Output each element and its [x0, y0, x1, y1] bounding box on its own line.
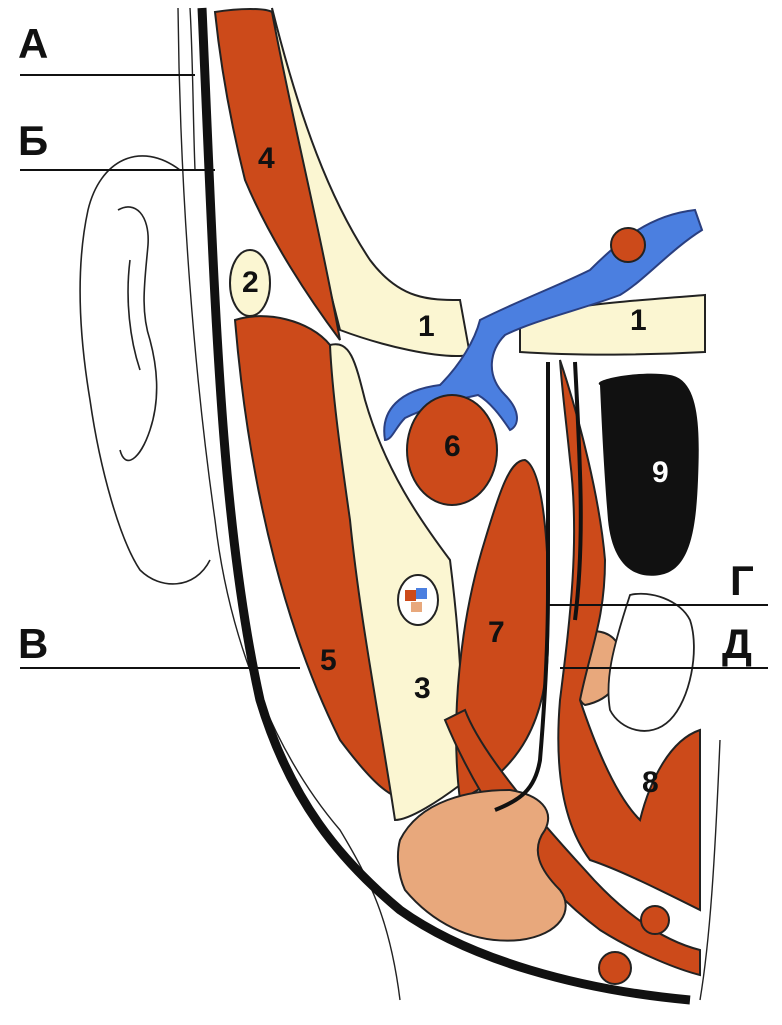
- number-7: 7: [488, 616, 505, 649]
- label-a: А: [18, 20, 48, 67]
- label-g: Г: [730, 557, 754, 604]
- vessel-lower-1: [641, 906, 669, 934]
- label-b: Б: [18, 117, 48, 164]
- number-4: 4: [258, 142, 275, 175]
- label-v: В: [18, 620, 48, 667]
- vessel-red-small: [611, 228, 645, 262]
- number-8: 8: [642, 766, 659, 799]
- bundle-vein: [416, 588, 427, 599]
- ear-outline: [80, 156, 210, 584]
- cavity-9: [599, 374, 699, 576]
- number-1-right: 1: [630, 304, 647, 337]
- vessel-lower-2: [599, 952, 631, 984]
- number-2: 2: [242, 266, 259, 299]
- tooth-outline: [608, 594, 693, 731]
- number-3: 3: [414, 672, 431, 705]
- number-9: 9: [652, 456, 669, 489]
- label-d: Д: [722, 620, 752, 667]
- bundle-nerve: [411, 602, 422, 612]
- number-6: 6: [444, 430, 461, 463]
- number-1-left: 1: [418, 310, 435, 343]
- neurovascular-bundle: [398, 575, 438, 625]
- bundle-artery: [405, 590, 416, 601]
- gland-peach: [398, 790, 566, 941]
- number-5: 5: [320, 644, 337, 677]
